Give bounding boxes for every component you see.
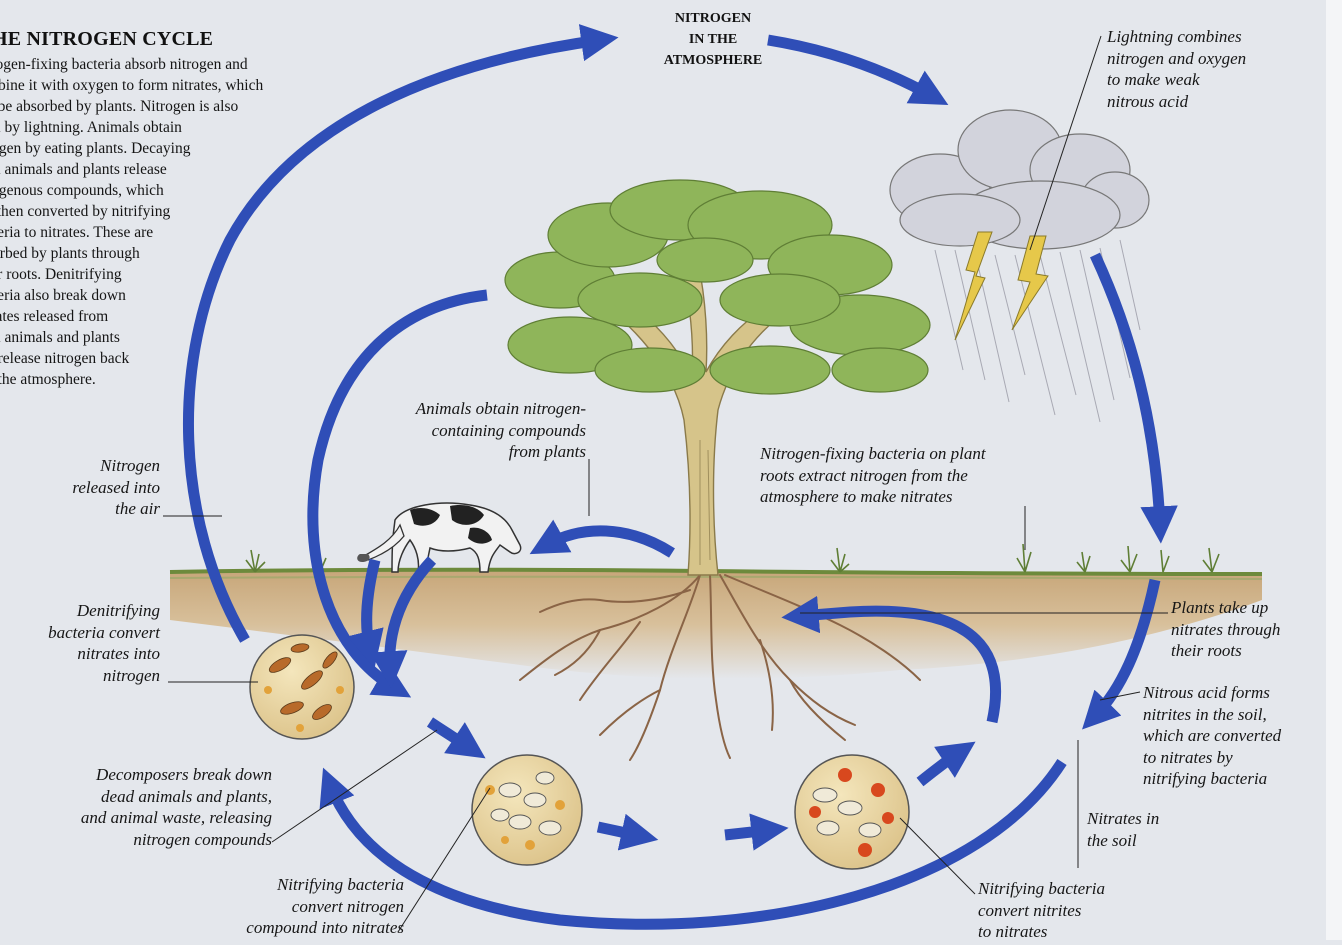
label-nitrogen-in-atmosphere: NITROGEN IN THE ATMOSPHERE — [630, 8, 796, 71]
label-nitrogen-released: Nitrogen released into the air — [10, 455, 160, 520]
arrow-cloud-to-soil — [1095, 255, 1160, 525]
label-nitrifying-compound: Nitrifying bacteria convert nitrogen com… — [160, 874, 404, 939]
lightning-bolts — [955, 232, 1048, 340]
arrow-nitrifying-to-roots — [920, 752, 960, 782]
nitrifying-bacteria-circle-nitrites — [795, 755, 909, 869]
nitrifying-bacteria-circle-compound — [472, 755, 582, 865]
intro-paragraph: trogen-fixing bacteria absorb nitrogen a… — [0, 54, 406, 390]
denitrifying-bacteria-circle — [250, 635, 354, 739]
label-nitrates-in-soil: Nitrates in the soil — [1087, 808, 1159, 851]
diagram-title: HE NITROGEN CYCLE — [0, 28, 213, 51]
arrow-decomposer-to-nitrifying — [430, 722, 470, 748]
label-denitrifying: Denitrifying bacteria convert nitrates i… — [0, 600, 160, 686]
label-plants-take-up: Plants take up nitrates through their ro… — [1171, 597, 1280, 662]
arrow-nitrifying-step-1 — [598, 827, 640, 836]
arrow-plants-to-cow — [546, 531, 672, 553]
label-decomposers: Decomposers break down dead animals and … — [0, 764, 272, 850]
label-nitrogen-fixing: Nitrogen-fixing bacteria on plant roots … — [760, 443, 986, 508]
storm-cloud — [890, 110, 1149, 249]
page-edge — [1326, 0, 1342, 940]
label-nitrifying-nitrites: Nitrifying bacteria convert nitrites to … — [978, 878, 1105, 943]
arrow-bottom-loop — [330, 762, 1062, 924]
label-animals-obtain: Animals obtain nitrogen- containing comp… — [330, 398, 586, 463]
arrow-nitrifying-step-2 — [725, 830, 770, 835]
tree-foliage — [505, 180, 930, 394]
cow-illustration — [357, 503, 520, 572]
label-nitrous-acid: Nitrous acid forms nitrites in the soil,… — [1143, 682, 1281, 790]
label-lightning: Lightning combines nitrogen and oxygen t… — [1107, 26, 1246, 112]
